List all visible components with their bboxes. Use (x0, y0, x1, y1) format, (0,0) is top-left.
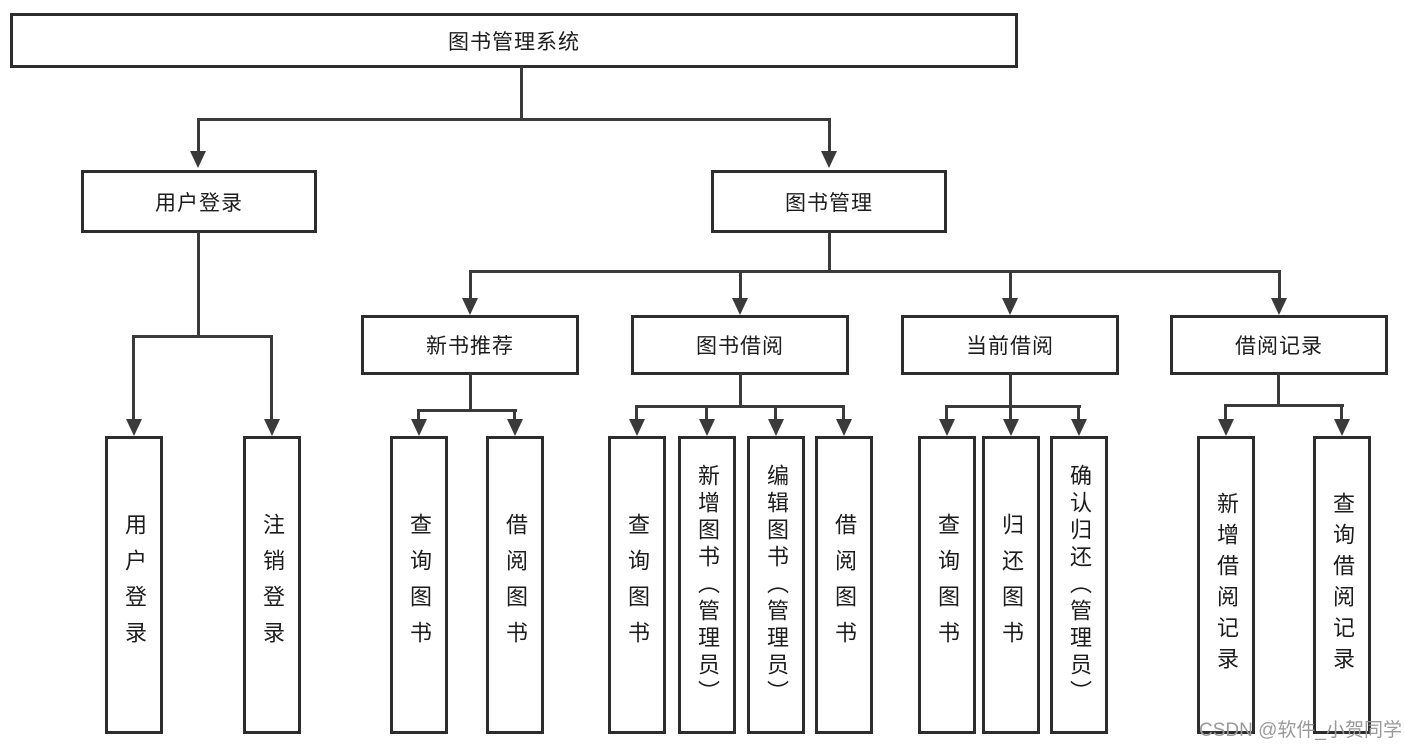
node-label: 注销登录 (260, 513, 285, 657)
node-label: 用户登录 (155, 191, 243, 215)
connector-line (739, 270, 742, 300)
arrowhead-down-icon (732, 298, 748, 315)
connector-line (520, 66, 523, 121)
connector-line (635, 405, 638, 423)
node-label: 确认归还（管理员） (1067, 463, 1092, 707)
node-label: 新增图书（管理员） (695, 463, 720, 707)
connector-line (1077, 405, 1080, 423)
node-leaf-add-borrow-record: 新增借阅记录 (1197, 436, 1255, 734)
node-label: 查询图书 (407, 513, 432, 657)
arrowhead-down-icon (1003, 419, 1019, 436)
node-leaf-query-book-borrow: 查询图书 (608, 436, 666, 734)
node-leaf-borrow-book-recommend: 借阅图书 (486, 436, 544, 734)
connector-line (513, 409, 516, 423)
connector-line (945, 405, 1081, 408)
node-label: 编辑图书（管理员） (764, 463, 789, 707)
connector-line (1224, 404, 1227, 423)
arrowhead-down-icon (939, 419, 955, 436)
connector-line (635, 405, 845, 408)
connector-line (774, 405, 777, 423)
node-label: 新增借阅记录 (1214, 492, 1239, 678)
arrowhead-down-icon (768, 419, 784, 436)
connector-line (469, 270, 1281, 273)
connector-line (1009, 405, 1012, 423)
arrowhead-down-icon (836, 419, 852, 436)
arrowhead-down-icon (1334, 419, 1350, 436)
connector-line (739, 373, 742, 408)
node-label: 查询图书 (625, 513, 650, 657)
arrowhead-down-icon (1218, 419, 1234, 436)
node-label: 当前借阅 (966, 335, 1054, 358)
node-label: 借阅图书 (832, 513, 857, 657)
arrowhead-down-icon (507, 419, 523, 436)
node-leaf-borrow-book-borrow: 借阅图书 (815, 436, 873, 734)
node-label: 查询借阅记录 (1330, 492, 1355, 678)
node-label: 图书管理 (785, 191, 873, 215)
connector-line (469, 270, 472, 300)
node-label: 借阅图书 (503, 513, 528, 657)
arrowhead-down-icon (629, 419, 645, 436)
node-book-management-branch: 图书管理 (711, 170, 947, 233)
arrowhead-down-icon (1271, 298, 1287, 315)
node-label: 借阅记录 (1235, 335, 1323, 358)
arrowhead-down-icon (462, 298, 478, 315)
node-leaf-query-book-current: 查询图书 (918, 436, 976, 734)
arrowhead-down-icon (264, 419, 280, 436)
connector-line (132, 335, 273, 338)
node-leaf-user-login: 用户登录 (105, 436, 163, 734)
node-leaf-add-book-admin: 新增图书（管理员） (678, 436, 736, 734)
arrowhead-down-icon (1071, 419, 1087, 436)
connector-line (197, 232, 200, 338)
connector-line (828, 232, 831, 273)
node-new-book-recommend: 新书推荐 (361, 315, 579, 375)
connector-line (842, 405, 845, 423)
connector-line (417, 409, 517, 412)
connector-line (1009, 373, 1012, 408)
arrowhead-down-icon (821, 151, 837, 168)
node-label: 归还图书 (999, 513, 1024, 657)
connector-line (1277, 373, 1280, 407)
node-label: 图书管理系统 (448, 30, 580, 54)
arrowhead-down-icon (1002, 298, 1018, 315)
node-book-borrow: 图书借阅 (631, 315, 849, 375)
connector-line (270, 335, 273, 422)
node-root-library-system: 图书管理系统 (10, 13, 1018, 68)
node-leaf-return-book: 归还图书 (982, 436, 1040, 734)
node-leaf-edit-book-admin: 编辑图书（管理员） (747, 436, 805, 734)
node-borrow-record: 借阅记录 (1170, 315, 1388, 375)
connector-line (197, 118, 831, 121)
connector-line (132, 335, 135, 422)
node-label: 新书推荐 (426, 335, 514, 358)
connector-line (1278, 270, 1281, 300)
arrowhead-down-icon (699, 419, 715, 436)
connector-line (945, 405, 948, 423)
node-user-login-branch: 用户登录 (81, 170, 317, 233)
connector-line (1009, 270, 1012, 300)
node-label: 查询图书 (935, 513, 960, 657)
node-leaf-confirm-return-admin: 确认归还（管理员） (1050, 436, 1108, 734)
connector-line (705, 405, 708, 423)
node-label: 图书借阅 (696, 335, 784, 358)
connector-line (828, 118, 831, 154)
arrowhead-down-icon (411, 419, 427, 436)
csdn-watermark: CSDN @软件_小贺同学 (1199, 720, 1402, 741)
node-label: 用户登录 (122, 513, 147, 657)
connector-line (1224, 404, 1344, 407)
node-leaf-logout: 注销登录 (243, 436, 301, 734)
arrowhead-down-icon (126, 419, 142, 436)
connector-line (197, 118, 200, 154)
node-leaf-query-book-recommend: 查询图书 (390, 436, 448, 734)
node-current-borrow: 当前借阅 (901, 315, 1119, 375)
connector-line (417, 409, 420, 423)
node-leaf-query-borrow-record: 查询借阅记录 (1313, 436, 1371, 734)
connector-line (1340, 404, 1343, 423)
arrowhead-down-icon (190, 151, 206, 168)
connector-line (469, 373, 472, 412)
